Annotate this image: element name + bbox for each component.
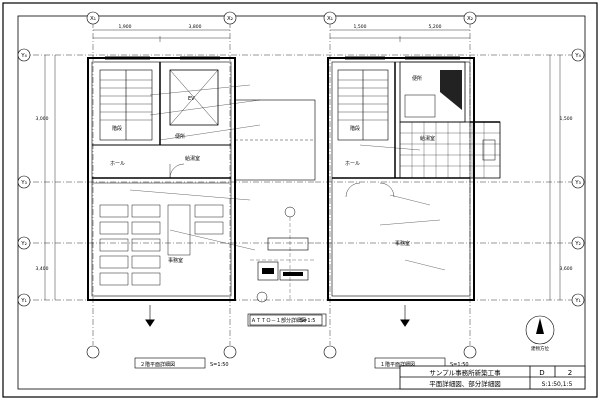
axis-labels: X₁ X₂ X₁ X₂ Y₄ Y₃ Y₂ Y₁ Y₄ Y₃ Y₂ Y₁: [20, 16, 581, 304]
axis-label: Y₂: [574, 241, 581, 247]
drawing-name: 平面詳細図、部分詳細図: [429, 379, 501, 388]
room-label: 階段: [350, 125, 360, 132]
north-arrow-icon: [525, 315, 555, 345]
room-label: 階段: [112, 125, 122, 132]
room-label: 便所: [412, 75, 422, 82]
axis-label: Y₄: [574, 53, 581, 59]
sheet-scale: S:1:50,1:5: [542, 381, 573, 388]
room-label: 事務室: [395, 240, 410, 247]
right-plan-title: １階平面詳細図: [380, 361, 415, 368]
left-floor-plan: [22, 22, 316, 345]
axis-label: Y₄: [20, 53, 27, 59]
right-plan-room-labels: 階段 便所 給湯室 事務室 ホール: [345, 75, 435, 247]
detail-drawing: [249, 206, 323, 326]
sheet-border-inner: [17, 15, 586, 390]
project-name: サンプル事務所新築工事: [429, 368, 501, 377]
dimension-labels: 1,900 3,800 1,500 5,200 3,000 3,400 1,50…: [36, 24, 573, 272]
left-plan-scale: S=1:50: [210, 362, 229, 368]
north-label: 建物方位: [531, 345, 549, 352]
room-label: ホール: [110, 161, 125, 167]
room-label: 給湯室: [420, 135, 435, 142]
right-floor-plan: [315, 22, 580, 345]
dimension-text: 3,400: [36, 266, 49, 272]
left-plan-title-box: [134, 357, 206, 369]
axis-label: Y₂: [20, 241, 27, 247]
dimension-text: 1,500: [560, 116, 573, 122]
dimension-text: 3,000: [36, 116, 49, 122]
axis-label: X₂: [467, 16, 473, 22]
detail-scale: S=1:5: [300, 318, 315, 324]
room-label: 給湯室: [185, 155, 200, 162]
left-plan-room-labels: 階段 EV ホール 事務室 給湯室 便所: [110, 96, 200, 264]
detail-title: ＡＴＴＯ－１部分詳細図: [251, 317, 306, 324]
dimension-text: 5,200: [429, 24, 442, 30]
dimension-text: 1,500: [354, 24, 367, 30]
title-block-frame: [399, 365, 586, 390]
axis-label: X₁: [90, 16, 96, 22]
axis-label: Y₃: [574, 180, 581, 186]
axis-bubbles: [17, 11, 585, 359]
title-block: サンプル事務所新築工事 平面詳細図、部分詳細図 D 2 S:1:50,1:5: [429, 368, 572, 388]
sheet-code: D: [539, 369, 544, 377]
room-label: 事務室: [168, 257, 183, 264]
dimension-text: 3,600: [560, 266, 573, 272]
axis-label: X₁: [327, 16, 333, 22]
plan-titles: ２階平面詳細図 S=1:50 １階平面詳細図 S=1:50 ＡＴＴＯ－１部分詳細…: [140, 317, 469, 368]
sheet-number: 2: [568, 369, 572, 377]
axis-label: X₂: [227, 16, 233, 22]
room-label: EV: [188, 96, 195, 102]
dimension-text: 1,900: [119, 24, 132, 30]
axis-label: Y₃: [20, 180, 27, 186]
axis-label: Y₁: [574, 298, 581, 304]
axis-label: Y₁: [20, 298, 27, 304]
detail-title-box: [247, 313, 327, 327]
right-plan-scale: S=1:50: [450, 362, 469, 368]
room-label: 便所: [175, 133, 185, 140]
dimension-text: 3,800: [189, 24, 202, 30]
room-label: ホール: [345, 161, 360, 167]
left-plan-title: ２階平面詳細図: [140, 361, 175, 368]
